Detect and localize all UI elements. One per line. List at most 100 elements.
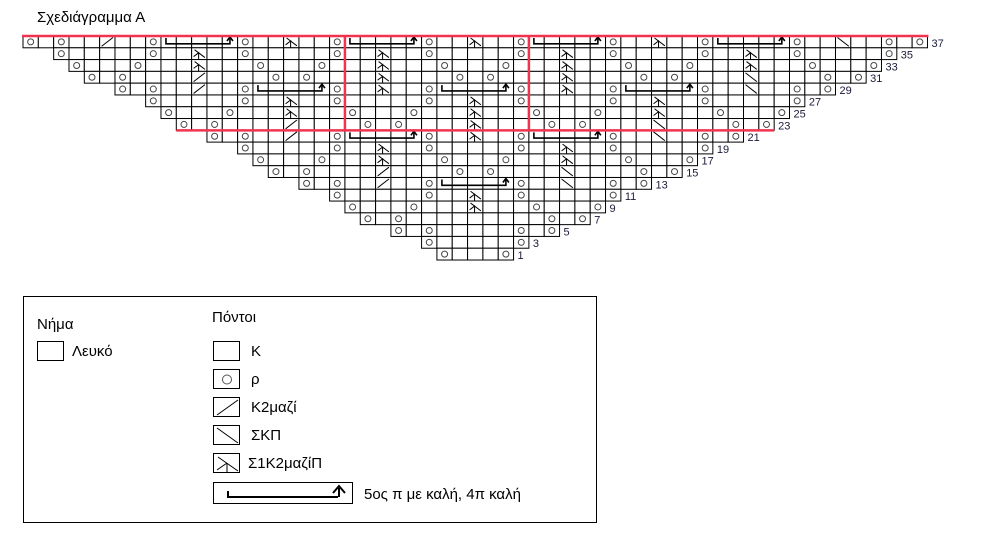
stitch-cell bbox=[850, 59, 867, 72]
yarn-over-mark bbox=[609, 85, 617, 93]
stitch-cell bbox=[697, 35, 714, 49]
stitch-cell bbox=[298, 165, 315, 178]
stitch-cell bbox=[405, 200, 423, 214]
stitch-cell bbox=[635, 94, 653, 108]
k2tog-mark bbox=[285, 119, 298, 130]
stitch-cell bbox=[727, 118, 745, 131]
stitch-cell bbox=[206, 129, 223, 143]
s1k2-mark bbox=[561, 61, 574, 72]
stitch-cell bbox=[666, 70, 683, 84]
yarn-over-mark bbox=[425, 85, 433, 93]
stitch-cell bbox=[543, 106, 561, 120]
stitch-cell bbox=[267, 165, 285, 178]
stitch-cell bbox=[375, 106, 392, 120]
stitch-cell bbox=[819, 82, 836, 96]
stitch-cell bbox=[574, 212, 591, 226]
yarn-over-mark bbox=[885, 38, 893, 46]
yarn-over-mark bbox=[824, 85, 832, 93]
yarn-over-mark bbox=[609, 132, 617, 140]
bracket-mark bbox=[349, 38, 415, 45]
stitch-cell bbox=[528, 129, 545, 143]
stitch-cell bbox=[390, 200, 407, 214]
stitch-cell bbox=[145, 35, 162, 49]
stitch-cell bbox=[467, 176, 484, 190]
stitch-cell bbox=[68, 35, 85, 49]
stitch-cell bbox=[129, 82, 147, 96]
s1k2-mark bbox=[469, 120, 482, 131]
yarn-over-mark bbox=[241, 144, 249, 152]
stitch-cell bbox=[819, 59, 836, 72]
stitch-cell bbox=[528, 118, 545, 131]
stitch-cell bbox=[589, 70, 607, 84]
yarn-over-mark bbox=[594, 203, 602, 211]
stitch-cell bbox=[160, 106, 177, 120]
skp-mark bbox=[653, 131, 666, 142]
stitch-cell bbox=[635, 176, 653, 190]
row-number-label: 17 bbox=[702, 156, 714, 168]
stitch-cell bbox=[482, 35, 499, 49]
stitch-cell bbox=[712, 129, 729, 143]
stitch-cell bbox=[405, 188, 423, 202]
stitch-cell bbox=[298, 59, 315, 72]
stitch-cell bbox=[344, 176, 361, 190]
stitch-cell bbox=[789, 70, 806, 84]
stitch-cell bbox=[436, 153, 453, 167]
stitch-cell bbox=[421, 212, 438, 226]
stitch-cell bbox=[666, 47, 683, 61]
stitch-cell bbox=[421, 70, 438, 84]
stitch-cell bbox=[421, 141, 438, 155]
yarn-over-mark bbox=[425, 144, 433, 152]
yarn-over-mark bbox=[318, 61, 326, 69]
stitch-cell bbox=[589, 176, 607, 190]
stitch-cell bbox=[313, 47, 331, 61]
stitch-cell bbox=[359, 176, 377, 190]
stitch-cell bbox=[298, 47, 315, 61]
stitch-cell bbox=[727, 35, 745, 49]
stitch-cell bbox=[482, 70, 499, 84]
stitch-cell bbox=[727, 70, 745, 84]
stitch-cell bbox=[390, 153, 407, 167]
yarn-over-mark bbox=[303, 179, 311, 187]
yarn-over-mark bbox=[548, 215, 556, 223]
stitch-cell bbox=[421, 153, 438, 167]
yarn-over-mark bbox=[870, 61, 878, 69]
stitch-cell bbox=[605, 118, 622, 131]
yarn-over-mark bbox=[701, 85, 709, 93]
stitch-cell bbox=[559, 118, 576, 131]
stitch-cell bbox=[359, 188, 377, 202]
stitch-cell bbox=[712, 35, 729, 49]
stitch-cell bbox=[375, 94, 392, 108]
stitch-cell bbox=[390, 59, 407, 72]
stitch-cell bbox=[528, 82, 545, 96]
yarn-over-mark bbox=[502, 61, 510, 69]
stitch-cell bbox=[743, 118, 760, 131]
row-number-label: 11 bbox=[625, 191, 636, 203]
s1k2-mark bbox=[561, 155, 574, 166]
stitch-cell bbox=[114, 47, 131, 61]
legend-yarn-label: Λευκό bbox=[72, 343, 113, 360]
stitch-cell bbox=[436, 106, 453, 120]
stitch-cell bbox=[513, 94, 530, 108]
yarn-over-mark bbox=[425, 132, 433, 140]
skp-mark bbox=[745, 84, 758, 94]
stitch-cell bbox=[911, 35, 928, 49]
stitch-cell bbox=[819, 70, 836, 84]
yarn-over-mark bbox=[272, 73, 280, 81]
stitch-cell bbox=[789, 59, 806, 72]
stitch-cell bbox=[298, 118, 315, 131]
stitch-cell bbox=[543, 35, 561, 49]
bracket-arrow bbox=[686, 82, 694, 89]
stitch-cell bbox=[497, 59, 515, 72]
stitch-cell bbox=[221, 118, 239, 131]
yarn-over-mark bbox=[441, 156, 449, 164]
stitch-cell bbox=[283, 70, 300, 84]
stitch-cell bbox=[666, 106, 683, 120]
stitch-cell bbox=[635, 70, 653, 84]
stitch-cell bbox=[252, 94, 269, 108]
stitch-cell bbox=[421, 188, 438, 202]
stitch-cell bbox=[405, 106, 423, 120]
stitch-cell bbox=[712, 118, 729, 131]
stitch-cell bbox=[804, 35, 821, 49]
stitch-cell bbox=[865, 35, 882, 49]
stitch-cell bbox=[359, 165, 377, 178]
